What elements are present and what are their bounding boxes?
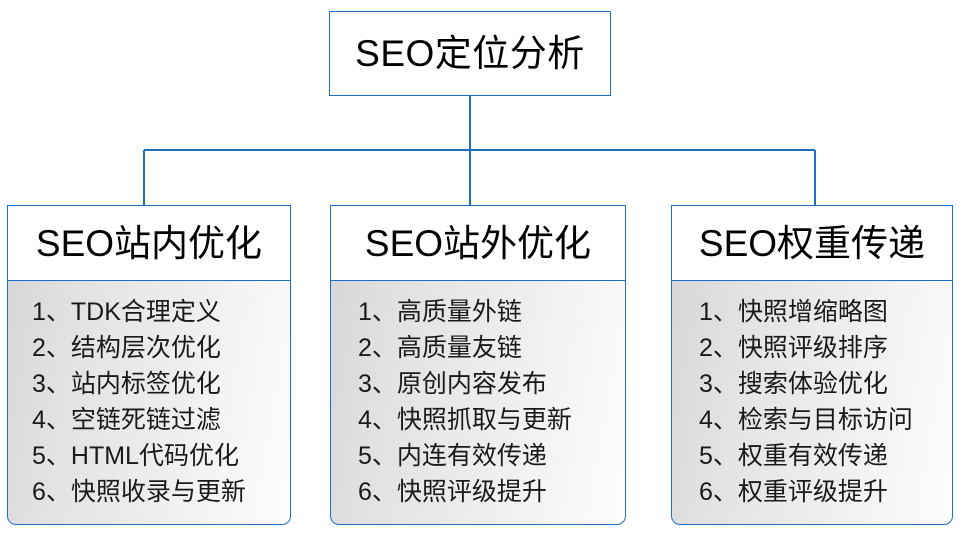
list-item: 3、站内标签优化 — [32, 370, 221, 398]
list-item: 1、高质量外链 — [358, 298, 522, 326]
list-item: 3、原创内容发布 — [358, 370, 547, 398]
list-item: 5、权重有效传递 — [699, 442, 888, 470]
list-item: 3、搜索体验优化 — [699, 370, 888, 398]
list-item: 1、TDK合理定义 — [32, 298, 221, 326]
list-item: 6、快照评级提升 — [358, 478, 547, 506]
list-item: 2、高质量友链 — [358, 334, 522, 362]
branch-list-3: 1、快照增缩略图 2、快照评级排序 3、搜索体验优化 4、检索与目标访问 5、权… — [671, 281, 953, 525]
branch-list-2: 1、高质量外链 2、高质量友链 3、原创内容发布 4、快照抓取与更新 5、内连有… — [330, 281, 626, 525]
branch-list-1: 1、TDK合理定义 2、结构层次优化 3、站内标签优化 4、空链死链过滤 5、H… — [7, 281, 291, 525]
list-item: 1、快照增缩略图 — [699, 298, 888, 326]
list-item: 6、权重评级提升 — [699, 478, 888, 506]
list-item: 2、结构层次优化 — [32, 334, 221, 362]
list-item: 2、快照评级排序 — [699, 334, 888, 362]
list-item: 6、快照收录与更新 — [32, 478, 246, 506]
branch-header-title-3: SEO权重传递 — [698, 222, 926, 264]
list-item: 4、检索与目标访问 — [699, 406, 913, 434]
list-item: 4、空链死链过滤 — [32, 406, 221, 434]
branch-header-3: SEO权重传递 — [671, 205, 953, 281]
branch-header-title-2: SEO站外优化 — [364, 222, 592, 264]
root-node-title: SEO定位分析 — [355, 33, 585, 74]
list-item: 4、快照抓取与更新 — [358, 406, 572, 434]
list-item: 5、内连有效传递 — [358, 442, 547, 470]
branch-column-2: SEO站外优化 1、高质量外链 2、高质量友链 3、原创内容发布 4、快照抓取与… — [330, 205, 626, 525]
branch-header-2: SEO站外优化 — [330, 205, 626, 281]
branch-header-title-1: SEO站内优化 — [35, 222, 263, 264]
root-node: SEO定位分析 — [329, 11, 611, 96]
list-item: 5、HTML代码优化 — [32, 442, 239, 470]
branch-column-1: SEO站内优化 1、TDK合理定义 2、结构层次优化 3、站内标签优化 4、空链… — [7, 205, 291, 525]
branch-column-3: SEO权重传递 1、快照增缩略图 2、快照评级排序 3、搜索体验优化 4、检索与… — [671, 205, 953, 525]
branch-header-1: SEO站内优化 — [7, 205, 291, 281]
